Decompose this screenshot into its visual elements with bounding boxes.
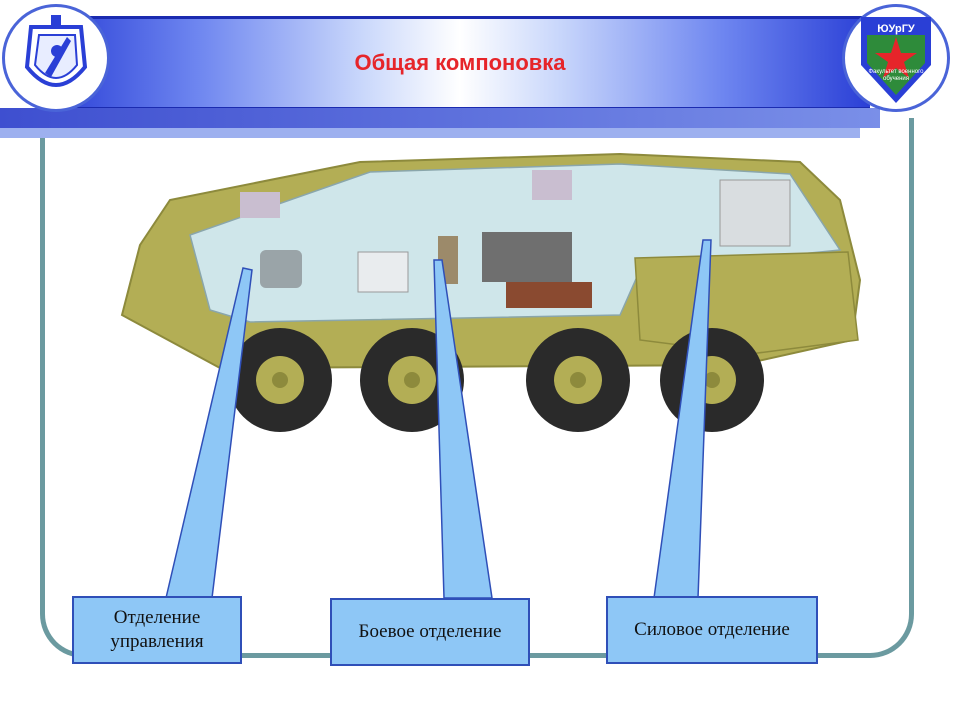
- shield-icon: [24, 15, 88, 87]
- callout-pointer-control: [165, 267, 253, 599]
- slide-title: Общая компоновка: [354, 50, 566, 75]
- star-shield-icon: [861, 17, 931, 103]
- callout-pointer-power: [653, 239, 712, 599]
- faculty-abbr: ЮУрГУ: [877, 23, 915, 35]
- wheel-icon: [526, 328, 630, 432]
- header-band: [0, 108, 880, 128]
- university-emblem-logo: [2, 4, 110, 112]
- callout-pointer-combat: [433, 259, 493, 599]
- label-power-compartment: Силовое отделение: [606, 596, 818, 664]
- header-band-light: [0, 128, 860, 138]
- faculty-name: Факультет военного обучения: [868, 69, 924, 82]
- label-control-compartment: Отделение управления: [72, 596, 242, 664]
- label-combat-compartment: Боевое отделение: [330, 598, 530, 666]
- faculty-emblem-logo: ЮУрГУ Факультет военного обучения: [842, 4, 950, 112]
- wheel-icon: [228, 328, 332, 432]
